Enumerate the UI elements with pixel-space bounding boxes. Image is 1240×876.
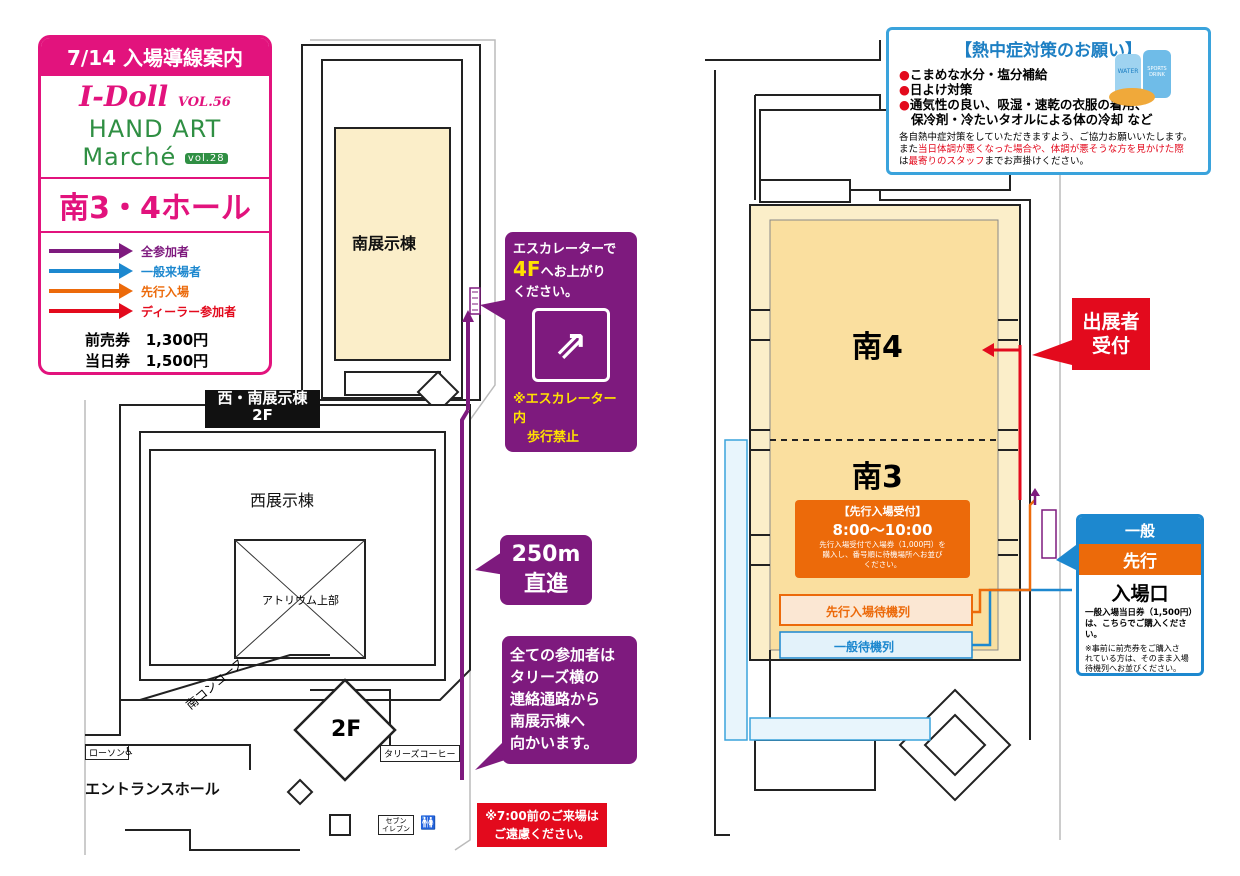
entrance-hall-label: エントランスホール: [85, 780, 220, 798]
route-all-participants: [460, 287, 481, 780]
entrance-card: 一般 先行 入場口 一般入場当日券（1,500円） は、こちらでご購入ください。…: [1076, 514, 1204, 676]
participants-pointer: [475, 740, 505, 770]
route-dealers: [982, 343, 1022, 500]
heat-item-4: 保冷剤・冷たいタオルによる体の冷却 など: [911, 112, 1153, 127]
all-participants-box: 全ての参加者は タリーズ横の 連絡通路から 南展示棟へ 向かいます。: [502, 636, 637, 764]
advance-tag: 先行: [1079, 544, 1201, 575]
gate-label: 入場口: [1111, 583, 1169, 605]
tullys-label: タリーズコーヒー: [380, 745, 460, 762]
escalator-box: エスカレーターで 4Fへお上がり ください。 ⇗ ※エスカレーター内 歩行禁止 …: [505, 232, 637, 479]
level-label: 西・南展示棟 2F: [205, 390, 320, 428]
south-building-label: 南展示棟: [352, 234, 417, 253]
early-arrival-note: ※7:00前のご来場は ご遠慮ください。: [477, 803, 607, 847]
left-map-outlines: [84, 39, 496, 855]
distance-box: 250m 直進: [500, 535, 592, 605]
legend-dealer: ディーラー参加者: [49, 301, 269, 321]
price-door: 当日券 1,500円: [85, 352, 209, 370]
idoll-name: I-Doll: [79, 80, 169, 113]
legend-general: 一般来場者: [49, 261, 269, 281]
entrance-pointer: [1056, 545, 1076, 570]
prices: 前売券 1,300円 当日券 1,500円: [41, 329, 269, 371]
west-building-label: 西展示棟: [250, 491, 315, 510]
heat-item-1: ●こまめな水分・塩分補給: [899, 67, 1048, 82]
marche-name: HAND ART Marché: [82, 115, 222, 171]
ticket-note: 一般入場当日券（1,500円） は、こちらでご購入ください。: [1085, 608, 1197, 640]
general-queue-label: 一般待機列: [834, 640, 895, 654]
exhibitor-reception: 出展者 受付: [1072, 298, 1150, 370]
hall-3-label: 南3: [852, 460, 903, 495]
event-date-title: 7/14 入場導線案内: [41, 38, 269, 76]
atrium-label: アトリウム上部: [262, 594, 339, 607]
idoll-vol: VOL.56: [177, 95, 231, 110]
heat-item-2: ●日よけ対策: [899, 82, 973, 97]
presale-note: ※事前に前売券をご購入さ れている方は、そのまま入場 待機列へお並びください。: [1085, 644, 1189, 673]
exhibitor-pointer: [1032, 340, 1072, 365]
heat-stroke-card: 【熱中症対策のお願い】 ●こまめな水分・塩分補給 ●日よけ対策 ●通気性の良い、…: [886, 27, 1211, 175]
idoll-logo: I-Doll VOL.56: [41, 80, 269, 113]
advance-queue-area: [779, 594, 973, 626]
marche-vol: vol.28: [184, 152, 228, 164]
hall-4-label: 南4: [852, 330, 903, 365]
escalator-icon: ⇗: [532, 308, 610, 382]
seven-eleven-label: セブンイレブン: [378, 815, 414, 835]
lawson-label: ローソン: [85, 745, 130, 760]
heat-title: 【熱中症対策のお願い】: [955, 41, 1142, 61]
advance-queue-label: 先行入場待機列: [826, 605, 911, 619]
price-advance: 前売券 1,300円: [85, 331, 209, 349]
distance-pointer: [475, 550, 505, 575]
heat-note: 各自熱中症対策をしていただきますよう、ご協力お願いいたします。 また当日体調が悪…: [899, 132, 1193, 167]
heat-item-3: ●通気性の良い、吸湿・速乾の衣服の着用、: [899, 97, 1148, 112]
floor-2f-marker: 2F: [331, 717, 362, 742]
escalator-pointer: [480, 300, 505, 320]
general-queue-area: [779, 631, 973, 659]
advance-reception: 【先行入場受付】 8:00〜10:00 先行入場受付で入場券（1,000円）を …: [795, 500, 970, 578]
marche-logo: HAND ART Marché vol.28: [41, 115, 269, 171]
info-card: 7/14 入場導線案内 I-Doll VOL.56 HAND ART March…: [38, 35, 272, 375]
legend: 全参加者 一般来場者 先行入場 ディーラー参加者: [41, 241, 269, 321]
restroom-icon: ♿: [124, 745, 134, 758]
legend-advance: 先行入場: [49, 281, 269, 301]
hall-name: 南3・4ホール: [41, 177, 269, 233]
restroom-icon-2: 🚻: [420, 816, 437, 831]
general-tag: 一般: [1079, 517, 1201, 544]
straw-hat-icon: [1109, 88, 1155, 106]
legend-all: 全参加者: [49, 241, 269, 261]
